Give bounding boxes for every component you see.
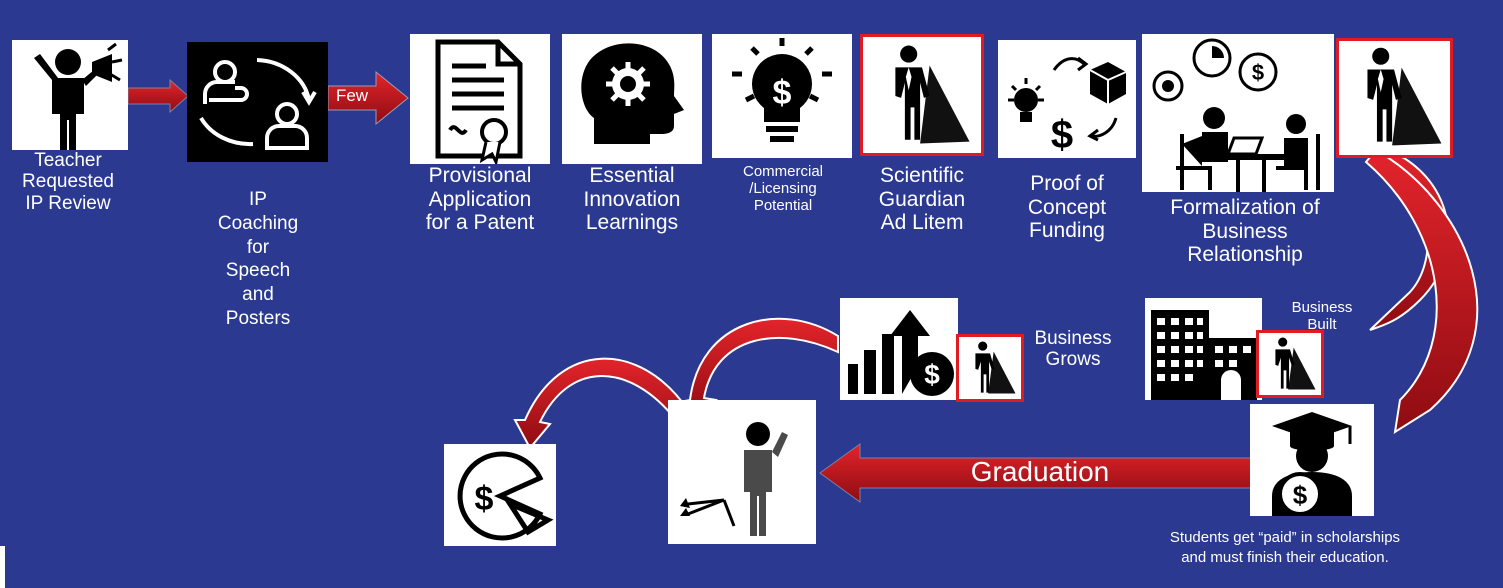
svg-text:$: $ bbox=[773, 74, 792, 112]
arrow-to-graduate bbox=[1364, 148, 1479, 435]
svg-text:$: $ bbox=[1252, 60, 1264, 85]
superhero-icon bbox=[1256, 330, 1324, 398]
superhero-icon bbox=[860, 34, 984, 156]
idea-to-money-icon: $ bbox=[998, 40, 1136, 158]
few-label: Few bbox=[335, 86, 369, 105]
svg-text:$: $ bbox=[924, 359, 940, 390]
superhero-icon bbox=[956, 334, 1024, 402]
lightbulb-dollar-icon: $ bbox=[712, 34, 852, 158]
graduation-label: Graduation bbox=[970, 456, 1110, 487]
office-building-icon bbox=[1145, 298, 1262, 400]
arrow-to-business-built bbox=[1369, 148, 1450, 331]
arrow-crossroads-to-pie bbox=[513, 357, 690, 450]
edge-strip bbox=[0, 546, 5, 588]
formalization-label: Formalization of Business Relationship bbox=[1170, 196, 1320, 267]
superhero-icon bbox=[1336, 38, 1453, 158]
dollar-pie-icon: $ bbox=[444, 444, 556, 546]
commercial-label: Commercial /Licensing Potential bbox=[742, 163, 823, 214]
proof-label: Proof of Concept Funding bbox=[1027, 172, 1107, 243]
provisional-label: Provisional Application for a Patent bbox=[425, 164, 535, 235]
teacher-label: Teacher Requested IP Review bbox=[22, 150, 114, 214]
built-label: Business Built bbox=[1291, 299, 1353, 333]
certificate-icon bbox=[410, 34, 550, 164]
guardian-label: Scientific Guardian Ad Litem bbox=[878, 164, 966, 235]
svg-text:$: $ bbox=[475, 480, 494, 518]
students-note: Students get “paid” in scholarships and … bbox=[1169, 529, 1401, 566]
coaching-label: IP Coaching for Speech and Posters bbox=[217, 189, 299, 329]
essential-label: Essential Innovation Learnings bbox=[583, 164, 681, 235]
graduate-dollar-icon: $ bbox=[1250, 404, 1374, 516]
business-meeting-icon: $ bbox=[1142, 34, 1334, 192]
growth-chart-icon: $ bbox=[840, 298, 958, 400]
coaching-cycle-icon bbox=[187, 42, 328, 162]
grows-label: Business Grows bbox=[1034, 328, 1112, 371]
brain-gear-icon bbox=[562, 34, 702, 164]
svg-text:$: $ bbox=[1293, 480, 1308, 510]
arrow-teacher-to-coaching bbox=[127, 78, 189, 114]
megaphone-person-icon bbox=[12, 40, 128, 150]
crossroads-person-icon bbox=[668, 400, 816, 544]
svg-text:$: $ bbox=[1051, 113, 1073, 157]
